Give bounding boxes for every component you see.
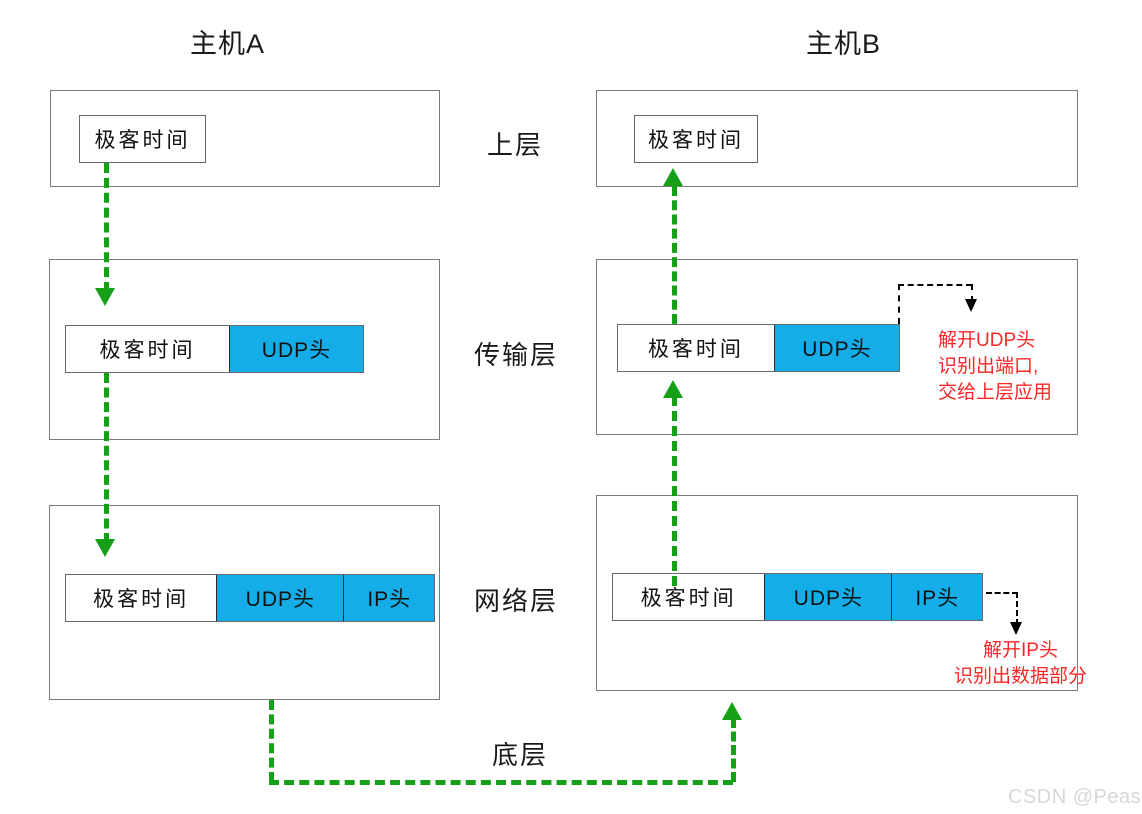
packet-segment-data: 极客时间 (66, 575, 217, 621)
host-b-upper-payload-data: 极客时间 (634, 115, 758, 163)
packet-segment-data: 极客时间 (618, 325, 774, 371)
annotation-pointer-line-horizontal (986, 592, 1018, 594)
annotation-network-host-b: 解开IP头 识别出数据部分 (954, 638, 1087, 690)
flow-arrow-up-icon (722, 702, 742, 720)
flow-line-host-b-network-to-transport (672, 396, 677, 586)
layer-label-network: 网络层 (474, 586, 559, 616)
layer-label-link: 底层 (492, 740, 549, 770)
host-b-network-packet: 极客时间 UDP头 IP头 (612, 573, 983, 621)
annotation-line: 解开UDP头 (938, 330, 1036, 351)
flow-arrow-down-icon (95, 288, 115, 306)
packet-segment-udp-header: UDP头 (228, 326, 363, 372)
annotation-line: 识别出端口, (938, 356, 1039, 377)
flow-line-host-b-link-to-network (731, 718, 736, 782)
host-a-upper-payload-data: 极客时间 (79, 115, 206, 163)
flow-line-host-a-upper-to-transport (104, 163, 109, 292)
annotation-line: 识别出数据部分 (954, 666, 1088, 687)
annotation-line: 交给上层应用 (938, 382, 1053, 403)
host-a-network-packet: 极客时间 UDP头 IP头 (65, 574, 435, 622)
host-a-title: 主机A (190, 29, 266, 59)
packet-segment-ip-header: IP头 (891, 574, 982, 620)
flow-line-host-a-network-to-link (269, 700, 274, 782)
annotation-transport-host-b: 解开UDP头 识别出端口, 交给上层应用 (938, 328, 1052, 406)
annotation-arrow-down-icon (965, 299, 977, 312)
host-b-transport-packet: 极客时间 UDP头 (617, 324, 900, 372)
flow-arrow-up-icon (663, 168, 683, 186)
packet-segment-data: 极客时间 (66, 326, 229, 372)
flow-line-link-horizontal (269, 780, 733, 785)
host-b-title: 主机B (806, 29, 882, 59)
annotation-arrow-down-icon (1010, 622, 1022, 635)
annotation-pointer-line-vertical-down (971, 284, 973, 302)
flow-line-host-b-transport-to-upper (672, 186, 677, 324)
annotation-pointer-line-vertical-down (1016, 592, 1018, 625)
flow-arrow-down-icon (95, 539, 115, 557)
layer-label-transport: 传输层 (474, 340, 559, 370)
host-a-transport-packet: 极客时间 UDP头 (65, 325, 364, 373)
annotation-line: 解开IP头 (983, 640, 1058, 661)
annotation-pointer-line-vertical-up (898, 284, 900, 324)
flow-line-host-a-transport-to-network (104, 373, 109, 543)
flow-arrow-up-icon (663, 380, 683, 398)
watermark: CSDN @Peas. (1008, 786, 1142, 808)
packet-segment-ip-header: IP头 (343, 575, 434, 621)
layer-label-upper: 上层 (487, 130, 544, 160)
annotation-pointer-line-horizontal (898, 284, 972, 286)
packet-segment-udp-header: UDP头 (216, 575, 344, 621)
packet-segment-udp-header: UDP头 (764, 574, 892, 620)
packet-segment-data: 极客时间 (613, 574, 765, 620)
packet-segment-udp-header: UDP头 (773, 325, 899, 371)
